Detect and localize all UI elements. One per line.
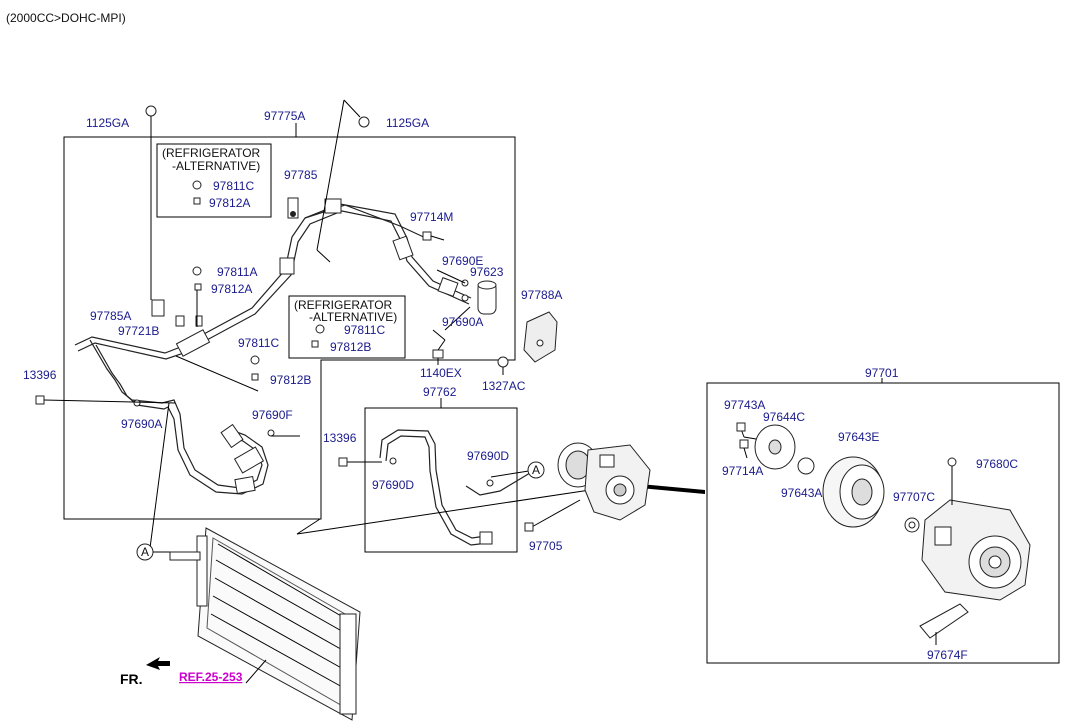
ref-leader [245, 659, 267, 684]
label-1140EX: 1140EX [420, 366, 462, 380]
clamp-97785A [151, 299, 203, 327]
label-97644C: 97644C [763, 410, 805, 424]
compressor-frame [706, 382, 1060, 664]
label-97690E: 97690E [442, 254, 483, 268]
label-1125GA-right: 1125GA [386, 116, 429, 130]
label-97623: 97623 [470, 265, 504, 279]
front-label: FR. [120, 671, 143, 687]
label-13396-center: 13396 [323, 431, 357, 445]
compressor-installed [557, 442, 651, 521]
label-1125GA-left: 1125GA [86, 116, 129, 130]
bolt-97714M [422, 231, 445, 241]
label-97690D-right: 97690D [467, 449, 509, 463]
condenser [169, 527, 361, 721]
o-ring-markers [133, 180, 494, 487]
marker-a-right: A [527, 461, 545, 479]
discharge-hose [74, 198, 472, 495]
label-alt1-line2: -ALTERNATIVE) [172, 159, 260, 173]
label-alt2-line2: -ALTERNATIVE) [309, 310, 397, 324]
alternative-box-2 [288, 295, 406, 359]
label-97701: 97701 [865, 366, 899, 380]
label-97811C-alt2: 97811C [344, 323, 385, 337]
marker-a-right-text: A [532, 463, 540, 477]
label-97707C: 97707C [893, 490, 935, 504]
bolt-1140EX [432, 349, 444, 365]
label-alt1-line1: (REFRIGERATOR [162, 146, 261, 160]
pressure-switch-97785 [287, 197, 299, 219]
front-direction: FR. [120, 657, 170, 687]
alternative-box-1 [156, 143, 272, 218]
bolt-97705 [524, 499, 581, 532]
label-13396-left: 13396 [23, 368, 57, 382]
nut-1327AC [497, 356, 509, 375]
label-97812B-alt2: 97812B [330, 340, 371, 354]
suction-pipe [338, 429, 536, 546]
engine-spec-label: (2000CC>DOHC-MPI) [6, 11, 126, 25]
label-alt2-line1: (REFRIGERATOR [294, 298, 393, 312]
label-97705: 97705 [529, 539, 563, 553]
label-97690A-left: 97690A [121, 417, 162, 431]
label-97680C: 97680C [976, 457, 1018, 471]
label-97811C: 97811C [238, 336, 279, 350]
label-97812A: 97812A [211, 282, 252, 296]
label-97690A-top: 97690A [442, 315, 483, 329]
label-97643E: 97643E [838, 430, 879, 444]
marker-a-left-text: A [141, 545, 149, 559]
sensor-13396-left [35, 395, 176, 405]
label-97812B: 97812B [270, 373, 311, 387]
label-97643A: 97643A [781, 486, 822, 500]
front-arrow-icon [146, 657, 170, 670]
label-97775A: 97775A [264, 109, 305, 123]
bracket-97788A [523, 311, 558, 363]
label-97812A-alt1: 97812A [209, 196, 250, 210]
label-1327AC: 1327AC [482, 379, 526, 393]
label-97690F: 97690F [252, 408, 293, 422]
bolt-1125GA-right [316, 99, 370, 263]
label-97785A: 97785A [90, 309, 131, 323]
receiver-drier [477, 280, 497, 315]
ref-link[interactable]: REF.25-253 [179, 670, 243, 684]
label-97721B: 97721B [118, 324, 159, 338]
label-97714M: 97714M [410, 210, 453, 224]
hose-assembly-frame [63, 136, 516, 520]
label-97811A: 97811A [217, 265, 257, 279]
label-97690D-left: 97690D [372, 478, 414, 492]
label-97674F: 97674F [927, 648, 968, 662]
label-97743A: 97743A [724, 398, 765, 412]
bolt-1125GA-left [145, 105, 157, 300]
label-97785: 97785 [284, 168, 318, 182]
label-97788A: 97788A [521, 288, 562, 302]
marker-a-left: A [136, 543, 154, 561]
label-97811C-alt1: 97811C [213, 179, 254, 193]
label-97762: 97762 [423, 385, 457, 399]
label-97714A: 97714A [722, 464, 763, 478]
compressor-exploded [736, 422, 1031, 645]
